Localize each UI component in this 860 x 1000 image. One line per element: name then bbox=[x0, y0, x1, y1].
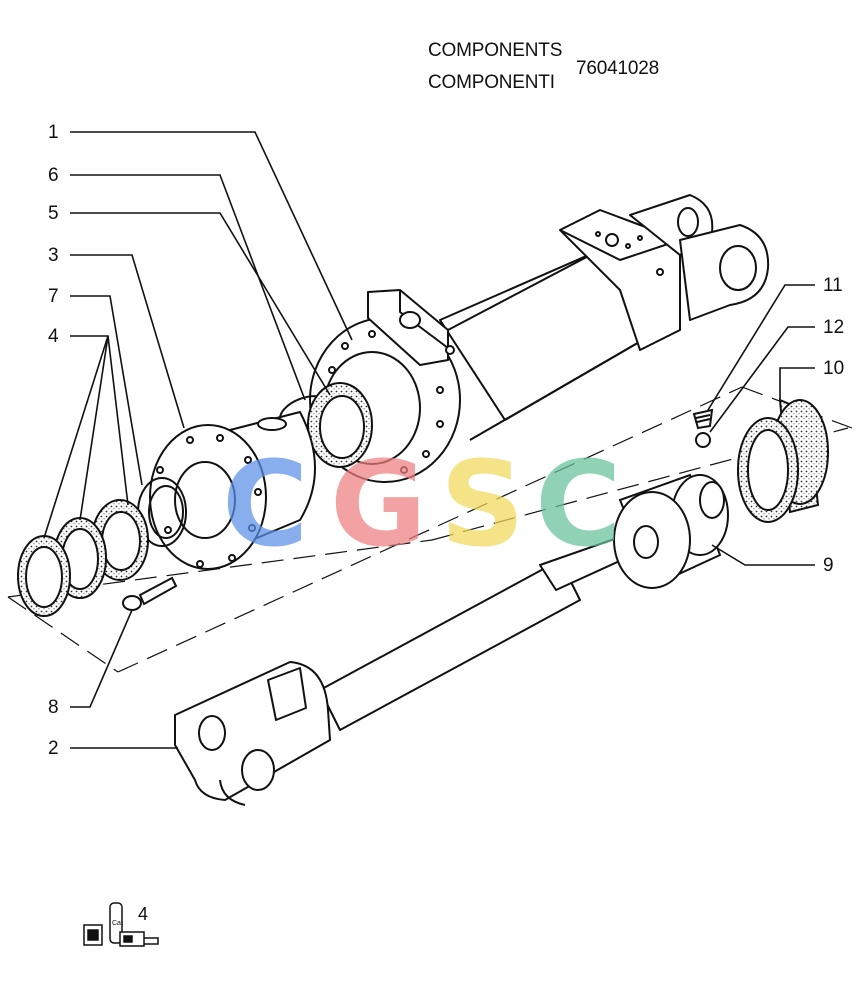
callout-7: 7 bbox=[48, 286, 59, 307]
leader-lines bbox=[43, 131, 815, 749]
kit-quantity-label: 4 bbox=[138, 904, 148, 924]
part-5-seal bbox=[307, 382, 373, 468]
callout-6: 6 bbox=[48, 165, 59, 186]
callout-8: 8 bbox=[48, 697, 59, 718]
seal-kit-icon: Cat bbox=[83, 902, 159, 947]
callout-12: 12 bbox=[823, 317, 844, 338]
watermark-letter-c2: C bbox=[535, 435, 622, 573]
part-9-piston bbox=[613, 473, 729, 589]
callout-labels: 1 6 5 3 7 4 8 2 11 12 10 9 bbox=[48, 122, 844, 759]
watermark-logo: C G S C bbox=[222, 435, 622, 573]
watermark-letter-g: G bbox=[330, 435, 427, 573]
callout-10: 10 bbox=[823, 358, 844, 379]
title-english: COMPONENTS bbox=[428, 40, 563, 61]
part-11-grub-screw bbox=[692, 408, 714, 430]
part-8-screw bbox=[122, 576, 178, 611]
callout-11: 11 bbox=[823, 275, 843, 296]
watermark-letter-c1: C bbox=[222, 435, 309, 573]
watermark-letter-s: S bbox=[440, 435, 525, 573]
callout-4: 4 bbox=[48, 326, 59, 347]
part-3-gland bbox=[149, 411, 316, 570]
callout-9: 9 bbox=[823, 555, 834, 576]
callout-1: 1 bbox=[48, 122, 59, 143]
callout-5: 5 bbox=[48, 203, 59, 224]
svg-text:Cat: Cat bbox=[112, 920, 123, 927]
callout-2: 2 bbox=[48, 738, 59, 759]
part-4-seals bbox=[17, 499, 149, 617]
part-number: 76041028 bbox=[576, 58, 659, 79]
part-10-seal bbox=[737, 398, 829, 523]
callout-3: 3 bbox=[48, 245, 59, 266]
title-italian: COMPONENTI bbox=[428, 72, 555, 93]
part-12-ball bbox=[695, 432, 711, 448]
